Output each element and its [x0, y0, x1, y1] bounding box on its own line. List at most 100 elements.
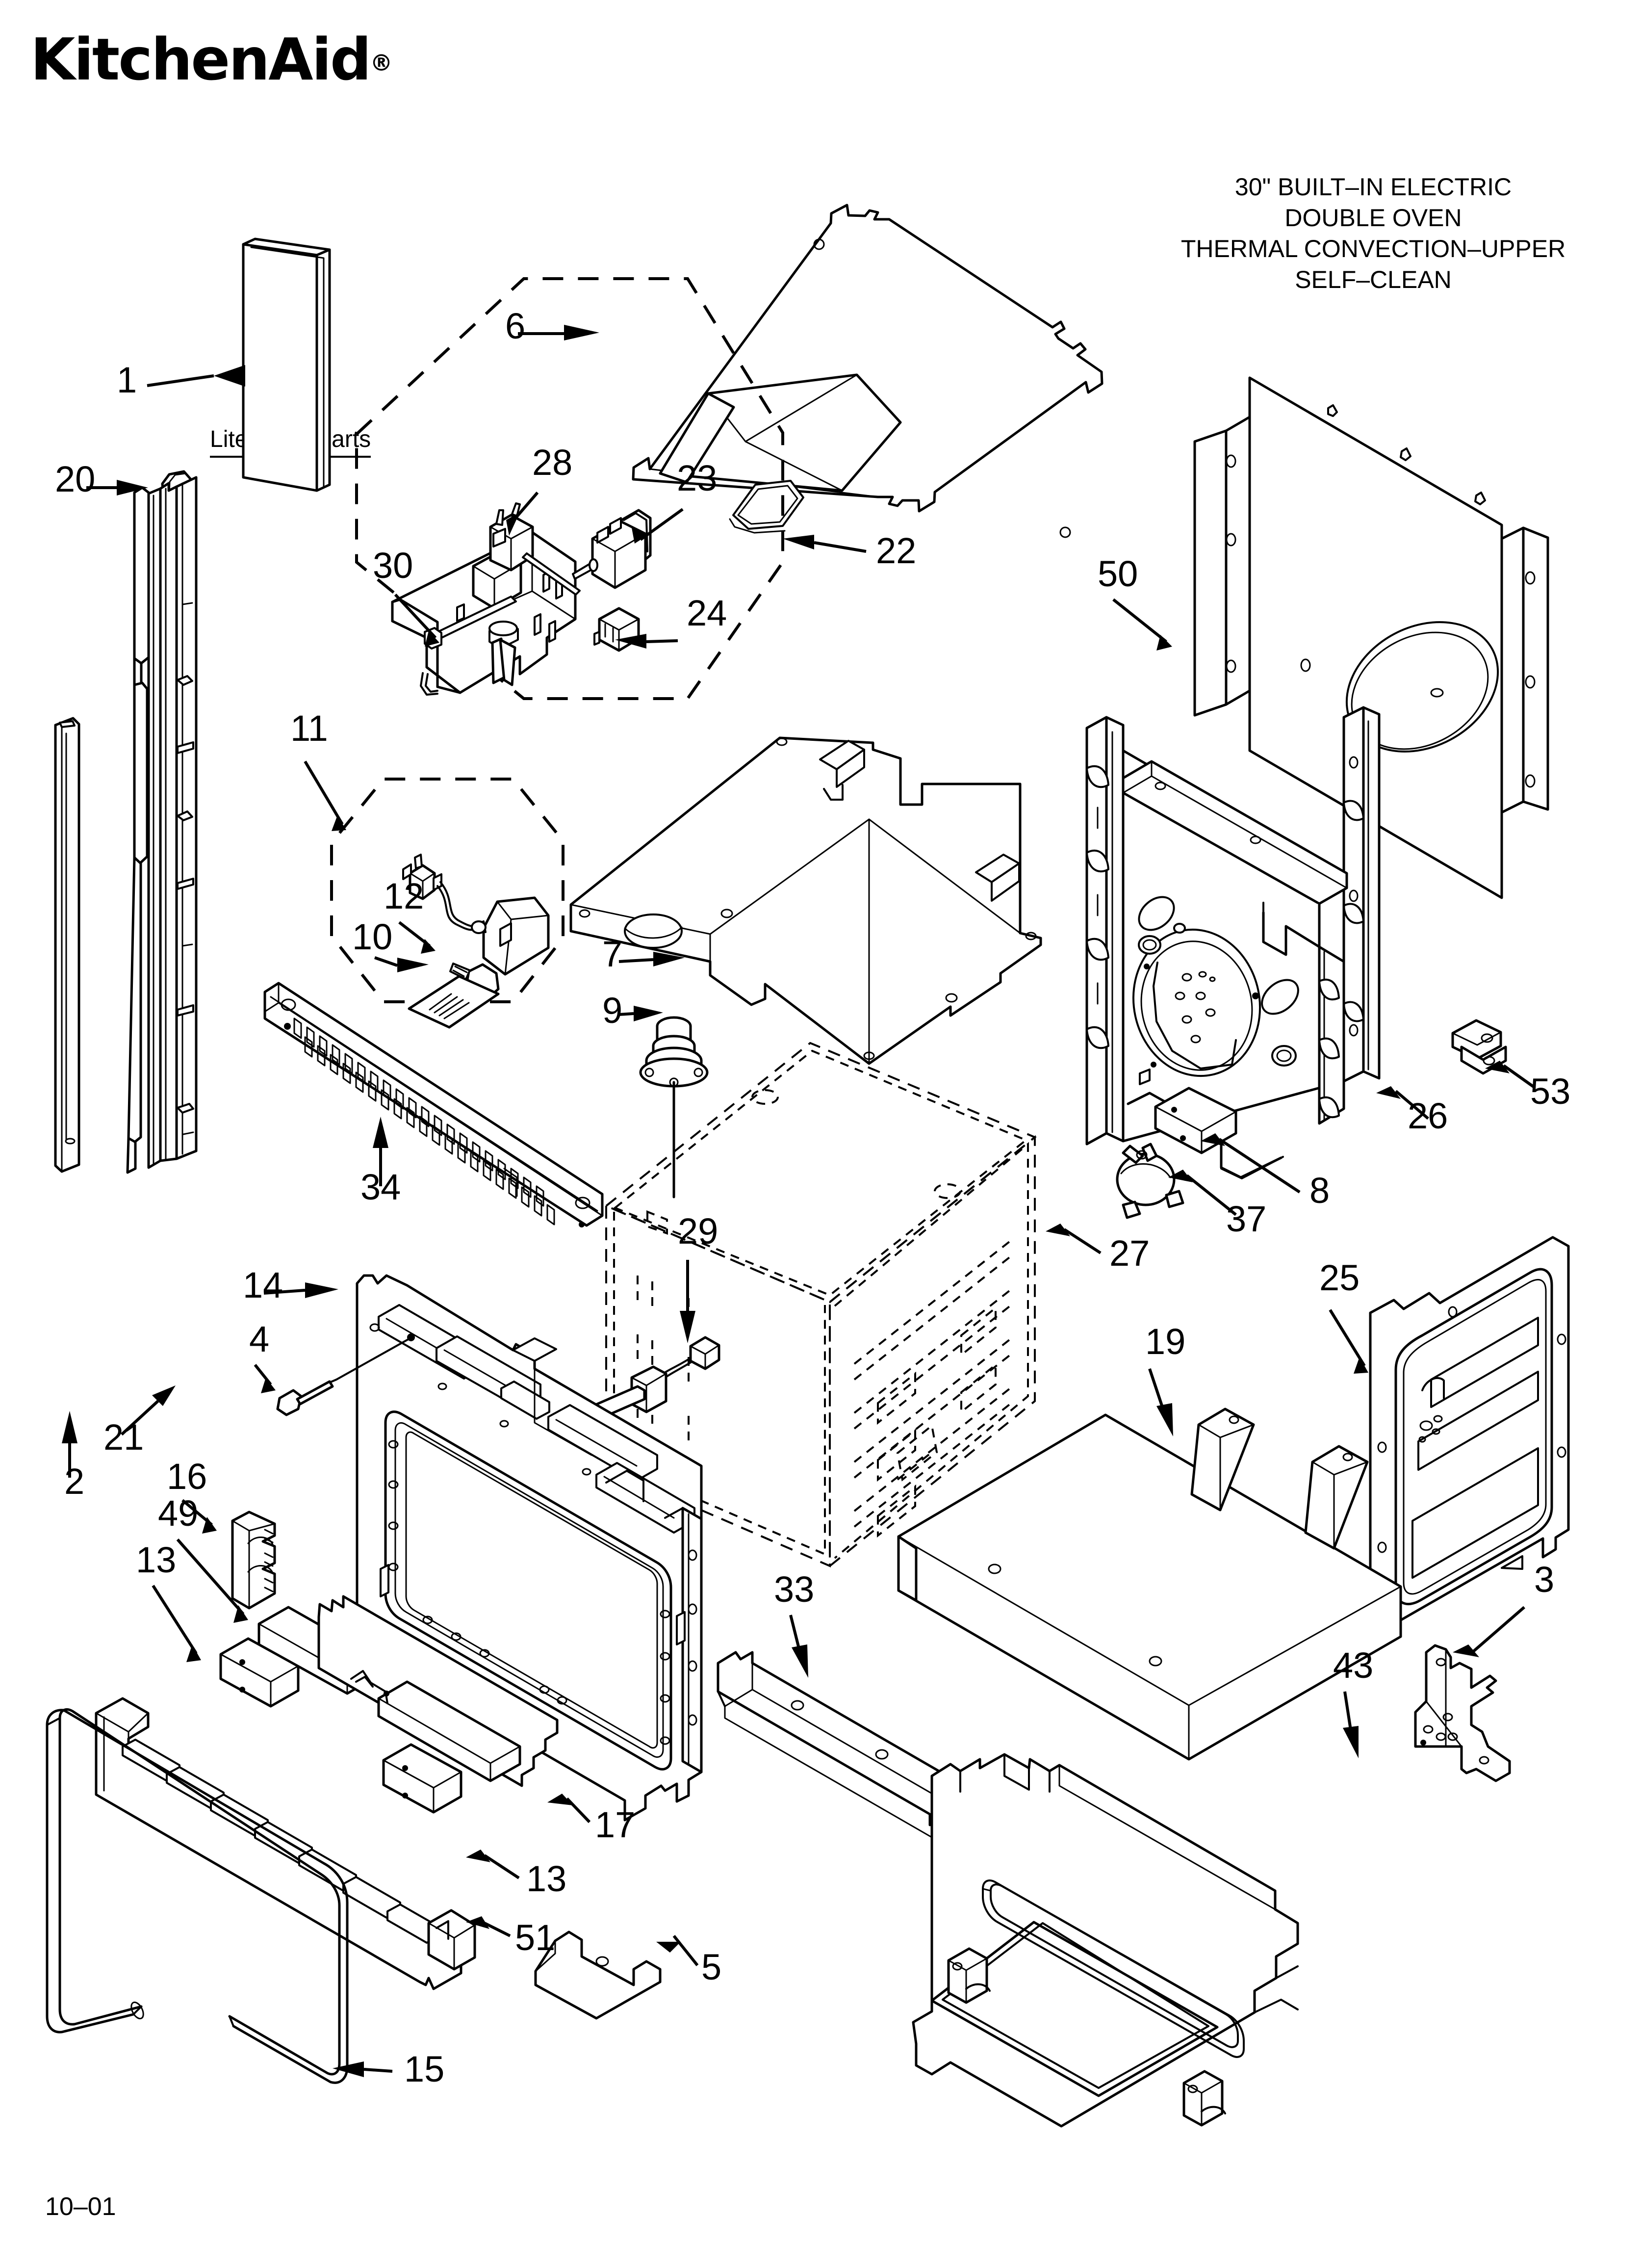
leader-14 [263, 1282, 338, 1298]
leader-2 [62, 1411, 77, 1478]
leader-22 [783, 535, 867, 553]
part-convection-fan-motor [639, 1016, 709, 1199]
callout-25: 25 [1319, 1257, 1360, 1298]
part-support-channel [717, 1651, 966, 1842]
leader-3 [1453, 1606, 1525, 1657]
part-control-bracket [391, 531, 577, 696]
part-thermostat-switch [489, 502, 581, 596]
callout-37: 37 [1226, 1199, 1266, 1239]
leader-33 [789, 1615, 808, 1678]
registered-trademark-icon: ® [370, 50, 393, 76]
leader-9 [618, 1006, 663, 1021]
callout-53: 53 [1530, 1071, 1570, 1112]
leader-51 [466, 1916, 511, 1937]
callout-13b: 13 [526, 1858, 566, 1899]
callout-30: 30 [373, 545, 413, 586]
part-timer-motor [572, 509, 652, 589]
callout-23: 23 [677, 458, 717, 498]
part-side-trim-strip [54, 717, 80, 1173]
part-literature-booklet [242, 237, 331, 492]
callout-1: 1 [117, 360, 137, 400]
callout-33: 33 [774, 1569, 814, 1610]
part-side-rail-bracket [1085, 706, 1381, 1179]
leader-12 [398, 921, 436, 954]
callout-13: 13 [136, 1539, 176, 1580]
callout-50: 50 [1098, 553, 1138, 594]
callout-3: 3 [1534, 1559, 1554, 1600]
callout-15: 15 [404, 2049, 444, 2089]
part-inner-door-panel [1369, 1236, 1570, 1639]
part-bottom-shield [897, 1408, 1402, 1761]
callout-28: 28 [532, 442, 572, 483]
leader-1 [147, 365, 245, 387]
callout-21: 21 [103, 1417, 144, 1458]
leader-16 [181, 1499, 217, 1534]
title-line-3: THERMAL CONVECTION–UPPER [1180, 235, 1566, 262]
leader-30 [394, 593, 439, 647]
leader-34 [373, 1117, 388, 1186]
part-oven-top-panel [632, 204, 1103, 538]
leader-8 [1201, 1133, 1301, 1194]
part-vent-trim [263, 982, 604, 1227]
title-line-4: SELF–CLEAN [1295, 266, 1452, 293]
callout-22: 22 [876, 530, 916, 571]
callout-7: 7 [602, 934, 622, 974]
callout-49: 49 [158, 1493, 198, 1534]
part-hinge-receiver [231, 1511, 276, 1610]
callout-6: 6 [505, 306, 525, 346]
callout-4: 4 [249, 1319, 269, 1359]
leader-25 [1329, 1309, 1368, 1374]
callout-20: 20 [55, 459, 95, 499]
title-line-1: 30" BUILT–IN ELECTRIC [1234, 173, 1512, 201]
callout-26: 26 [1408, 1095, 1448, 1136]
leader-20 [86, 480, 148, 495]
part-wire-clip [1451, 1019, 1507, 1075]
callout-2: 2 [64, 1461, 84, 1502]
leader-24 [615, 634, 678, 649]
leader-4 [254, 1364, 276, 1393]
leader-28 [506, 492, 539, 536]
diagram-title: 30" BUILT–IN ELECTRIC DOUBLE OVEN THERMA… [1143, 172, 1604, 295]
leader-49 [176, 1538, 248, 1623]
part-side-trim-rail [126, 476, 198, 1174]
callout-17: 17 [595, 1804, 635, 1845]
part-mounting-bracket [1414, 1644, 1511, 1782]
title-line-2: DOUBLE OVEN [1284, 204, 1462, 232]
leader-29 [680, 1260, 695, 1343]
leader-21 [120, 1385, 176, 1436]
callout-16: 16 [167, 1456, 207, 1497]
part-latch-plate [534, 1930, 662, 2020]
leader-7 [618, 952, 685, 966]
leader-10 [374, 956, 429, 972]
part-rear-panel [1193, 376, 1549, 899]
leader-43 [1343, 1691, 1359, 1758]
part-corner-block [95, 1697, 476, 1990]
leader-53 [1485, 1061, 1535, 1089]
leader-15 [333, 2061, 393, 2077]
callout-43: 43 [1333, 1645, 1373, 1686]
callout-24: 24 [687, 593, 727, 633]
leader-6 [518, 325, 599, 340]
callout-12: 12 [384, 876, 424, 916]
leader-5 [656, 1935, 699, 1966]
brand-name: KitchenAid [30, 26, 372, 93]
callout-14: 14 [243, 1265, 283, 1305]
kitchenaid-logo: KitchenAid® [30, 30, 393, 88]
leader-27 [1046, 1224, 1102, 1254]
part-screw [276, 1333, 415, 1416]
part-bottom-pan [912, 1753, 1299, 2128]
callout-10: 10 [352, 916, 392, 957]
group-lamp-assembly-boundary [330, 778, 564, 1003]
part-thermal-limiter [1116, 1143, 1184, 1219]
callout-9: 9 [602, 990, 622, 1031]
part-lamp-lens [408, 975, 500, 1029]
leader-17 [547, 1794, 591, 1824]
leader-13-upper [152, 1585, 201, 1662]
part-insulation-strip-lower [382, 1743, 462, 1814]
callout-27: 27 [1109, 1233, 1150, 1274]
part-insulation-panel [317, 1595, 559, 1787]
part-lamp-socket [402, 854, 550, 976]
part-door-gasket [46, 1708, 349, 2084]
